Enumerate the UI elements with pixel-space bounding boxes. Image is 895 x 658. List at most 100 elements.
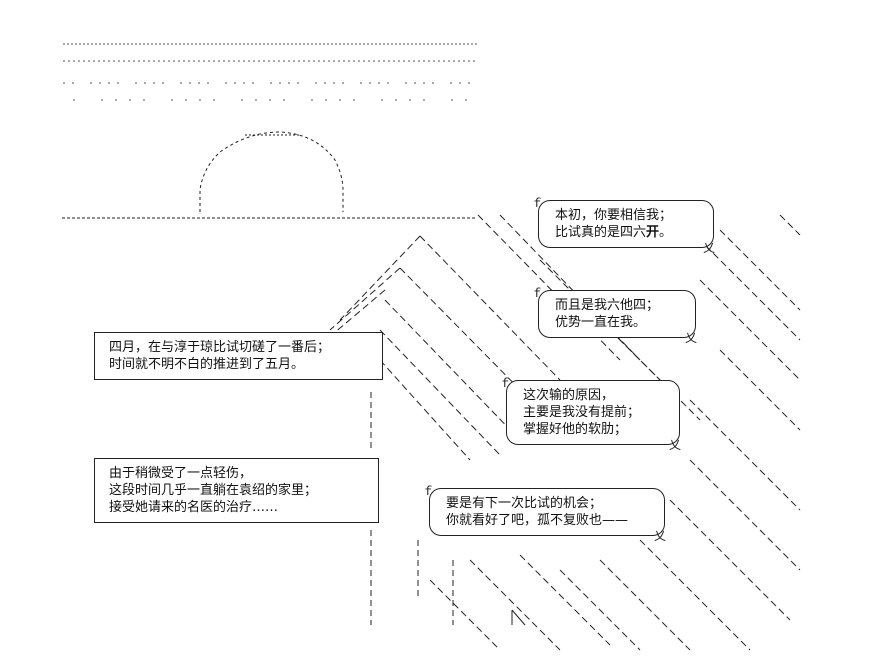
texture-dot [235,43,237,45]
bubble-hook-icon: ｆ [422,484,435,498]
texture-dot [189,82,191,84]
texture-dot [143,60,145,62]
texture-dot [118,60,120,62]
hatch-stroke [329,267,401,331]
texture-dot [193,60,195,62]
texture-dot [408,60,410,62]
texture-dot [355,43,357,45]
texture-dot [148,60,150,62]
texture-dot [387,43,389,45]
texture-dot [315,43,317,45]
diagonal-hatching [319,214,801,651]
texture-dot [199,43,201,45]
bubble-tail-icon: 乂 [668,438,681,452]
texture-dot [115,43,117,45]
texture-dot [451,99,453,101]
texture-dot [228,60,230,62]
texture-dot [311,43,313,45]
texture-dot [219,43,221,45]
texture-dot [428,60,430,62]
texture-dot [324,82,326,84]
texture-dot [458,60,460,62]
bubble-tail-icon: 乂 [684,331,697,345]
texture-dot [459,43,461,45]
texture-dot [187,43,189,45]
hatch-stroke [599,559,691,651]
texture-dot [307,43,309,45]
texture-dot [471,43,473,45]
texture-dot [238,60,240,62]
texture-dot [117,82,119,84]
texture-dot [414,82,416,84]
bubble-3-line-1: 这次输的原因， [523,388,615,403]
texture-dot [453,60,455,62]
texture-dot [359,43,361,45]
texture-dot [138,60,140,62]
texture-dot [378,82,380,84]
bubble-1-end: 。 [659,225,673,240]
texture-dot [423,43,425,45]
texture-dot [108,60,110,62]
texture-dot [263,60,265,62]
texture-dot [213,60,215,62]
hatch-stroke [379,329,501,456]
texture-dot [328,60,330,62]
texture-dot [343,60,345,62]
texture-dot [135,82,137,84]
hatch-stroke [689,229,801,341]
texture-dot [175,43,177,45]
texture-dot [180,82,182,84]
speech-bubble-4: ｆ 要是有下一次比试的机会； 你就看好了吧，孤不复败也—— 乂 [422,484,666,543]
texture-dot [468,82,470,84]
texture-dot [191,43,193,45]
texture-dot [268,60,270,62]
texture-dot [203,60,205,62]
texture-dot [223,60,225,62]
narration-2-line-2: 这段时间几乎一直躺在袁绍的家里； [109,483,318,498]
texture-dot [207,43,209,45]
texture-dot [158,60,160,62]
texture-dot [143,43,145,45]
texture-dot [278,60,280,62]
texture-dot [213,99,215,101]
texture-dot [413,60,415,62]
texture-dot [233,60,235,62]
sun-dome [199,131,344,212]
texture-dot [248,60,250,62]
texture-dot [367,43,369,45]
texture-dot [319,43,321,45]
texture-dot [323,60,325,62]
texture-dot [448,60,450,62]
hatch-stroke [719,349,801,431]
texture-dot [399,43,401,45]
bubble-4-line-2: 你就看好了吧，孤不复败也—— [446,513,629,528]
texture-dot [188,60,190,62]
texture-dot [195,43,197,45]
texture-dot [253,60,255,62]
hatch-stroke [669,499,791,621]
texture-dot [198,82,200,84]
texture-dot [379,43,381,45]
texture-dot [303,43,305,45]
texture-dot [98,60,100,62]
texture-dot [435,43,437,45]
narration-1-line-1: 四月，在与淳于琼比试切磋了一番后； [109,340,331,355]
texture-dot [255,99,257,101]
texture-dot [391,43,393,45]
texture-dot [283,99,285,101]
texture-dot [93,60,95,62]
texture-dot [353,99,355,101]
texture-dot [227,43,229,45]
texture-dot [135,43,137,45]
texture-dot [83,43,85,45]
texture-dot [128,60,130,62]
texture-dot [403,60,405,62]
texture-dot [339,99,341,101]
texture-dot [163,60,165,62]
texture-dot [215,43,217,45]
texture-dot [234,82,236,84]
texture-dot [143,99,145,101]
texture-dot [451,43,453,45]
texture-dot [395,99,397,101]
